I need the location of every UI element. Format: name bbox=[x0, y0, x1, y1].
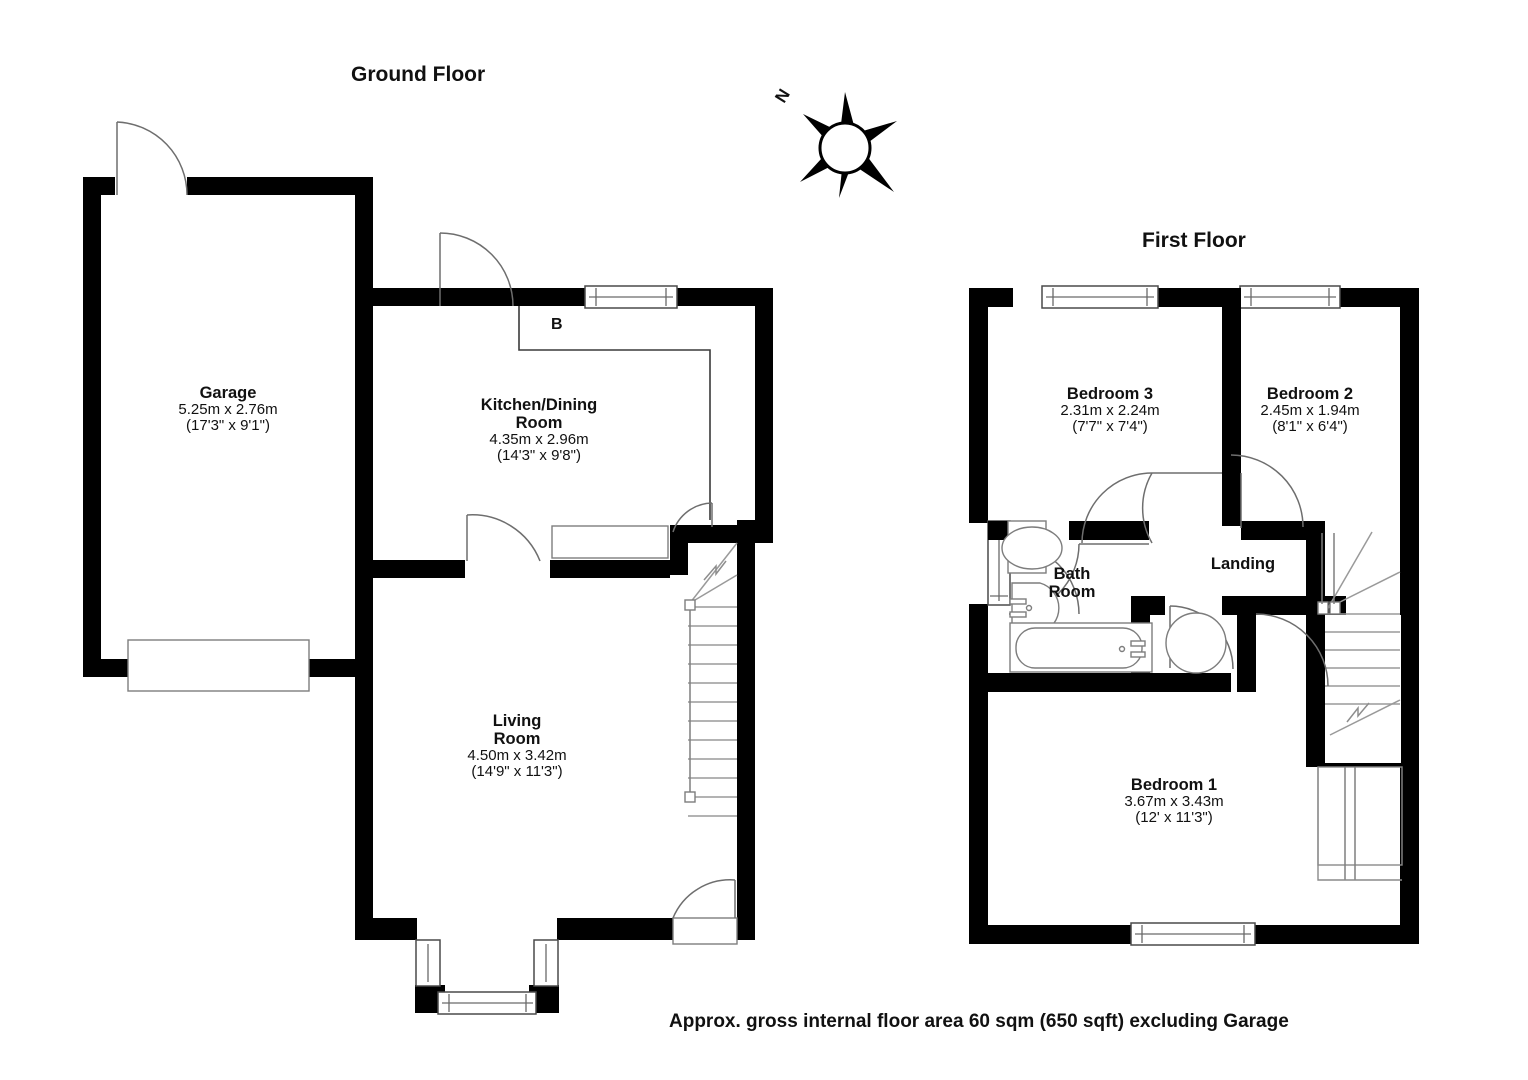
ff-wall-left-upper bbox=[969, 288, 988, 523]
bathroom-label-group: Bath Room bbox=[1049, 565, 1096, 601]
landing-fixture-circle bbox=[1165, 612, 1227, 674]
kitchen-opening bbox=[551, 525, 669, 559]
bedroom3-door-swing bbox=[1081, 472, 1222, 544]
ff-wall-bottom-right bbox=[1253, 925, 1419, 944]
garage-door-opening bbox=[127, 639, 310, 692]
ground-floor-plan: B bbox=[83, 121, 773, 1015]
living-dim-imperial: (14'9" x 11'3") bbox=[471, 763, 562, 780]
ff-wall-bed3-bed2-b bbox=[1222, 288, 1241, 526]
house-wall-right-upper bbox=[755, 288, 773, 543]
garage-dim-metric: 5.25m x 2.76m bbox=[178, 401, 277, 418]
bath-tap-1 bbox=[1130, 640, 1146, 647]
toilet-bowl bbox=[1001, 526, 1063, 570]
ff-wall-stair-left bbox=[1306, 521, 1325, 615]
kitchen-counter-line bbox=[518, 306, 711, 520]
house-wall-left-kitchen bbox=[355, 288, 373, 428]
ff-wall-landing-left bbox=[1237, 596, 1256, 692]
bedroom1-window bbox=[1130, 922, 1256, 946]
first-floor-plan: Bedroom 3 2.31m x 2.24m (7'7" x 7'4") Be… bbox=[969, 285, 1419, 946]
ff-wall-bed2-bottom bbox=[1241, 521, 1325, 540]
ff-wall-right-upper bbox=[1400, 288, 1419, 798]
garage-label-group: Garage 5.25m x 2.76m (17'3" x 9'1") bbox=[178, 384, 277, 434]
first-floor-staircase bbox=[1317, 531, 1403, 880]
stair-wall-top-stub bbox=[670, 525, 688, 575]
living-wall-bottom-mid bbox=[557, 918, 673, 940]
living-wall-bottom-left bbox=[355, 918, 417, 940]
bedroom3-name: Bedroom 3 bbox=[1067, 385, 1153, 403]
ff-wall-right-lower bbox=[1400, 798, 1419, 944]
living-name-line2: Room bbox=[494, 730, 541, 748]
first-floor-title: First Floor bbox=[1142, 229, 1246, 252]
bedroom1-dim-imperial: (12' x 11'3") bbox=[1135, 809, 1212, 826]
ff-wall-bath-top-left bbox=[988, 521, 1012, 540]
kitchen-living-partition-right bbox=[550, 560, 670, 578]
living-door-swing bbox=[466, 514, 541, 562]
bedroom1-bulkhead-line bbox=[1317, 767, 1402, 881]
living-dim-metric: 4.50m x 3.42m bbox=[467, 747, 566, 764]
bedroom2-name: Bedroom 2 bbox=[1267, 385, 1353, 403]
ff-wall-bath-top bbox=[1069, 521, 1149, 540]
kitchen-label-group: Kitchen/Dining Room 4.35m x 2.96m (14'3"… bbox=[481, 396, 597, 464]
bath-drain bbox=[1118, 645, 1126, 653]
sink-tap-1 bbox=[1009, 598, 1027, 605]
bath-tap-2 bbox=[1130, 651, 1146, 658]
north-compass: N bbox=[771, 86, 897, 198]
kitchen-dim-imperial: (14'3" x 9'8") bbox=[497, 447, 581, 464]
living-label-group: Living Room 4.50m x 3.42m (14'9" x 11'3"… bbox=[467, 712, 566, 780]
landing-name: Landing bbox=[1211, 555, 1275, 573]
bedroom2-dim-imperial: (8'1" x 6'4") bbox=[1272, 418, 1348, 435]
house-wall-left-living bbox=[355, 428, 373, 918]
ff-wall-top-right bbox=[1337, 288, 1419, 307]
bathtub bbox=[1015, 627, 1143, 669]
garage-name: Garage bbox=[200, 384, 257, 402]
living-name: Living bbox=[493, 712, 542, 730]
bedroom2-label-group: Bedroom 2 2.45m x 1.94m (8'1" x 6'4") bbox=[1260, 385, 1359, 435]
stairs-door-swing bbox=[672, 502, 713, 533]
boiler-marker: B bbox=[551, 316, 563, 333]
ff-wall-left-lower bbox=[969, 604, 988, 944]
kitchen-name: Kitchen/Dining bbox=[481, 396, 597, 414]
garage-dim-imperial: (17'3" x 9'1") bbox=[186, 417, 270, 434]
kitchen-dim-metric: 4.35m x 2.96m bbox=[489, 431, 588, 448]
garage-wall-top-right bbox=[187, 177, 373, 195]
living-bay-window bbox=[415, 939, 559, 1015]
ff-wall-top-mid bbox=[1157, 288, 1241, 307]
landing-right-door-swing bbox=[1255, 613, 1329, 687]
sink-tap-2 bbox=[1009, 611, 1027, 618]
house-wall-right-lower bbox=[737, 520, 755, 940]
kitchen-wall-top-right bbox=[675, 288, 773, 306]
garage-wall-left bbox=[83, 177, 101, 677]
bedroom3-label-group: Bedroom 3 2.31m x 2.24m (7'7" x 7'4") bbox=[1060, 385, 1159, 435]
ground-floor-title: Ground Floor bbox=[351, 63, 485, 86]
kitchen-wall-top-left bbox=[373, 288, 585, 306]
kitchen-name-line2: Room bbox=[516, 414, 563, 432]
bedroom2-window bbox=[1239, 285, 1341, 309]
bedroom3-window bbox=[1041, 285, 1159, 309]
bathroom-name-line2: Room bbox=[1049, 583, 1096, 601]
bedroom1-name: Bedroom 1 bbox=[1131, 776, 1217, 794]
ff-wall-bath-right-stub bbox=[1131, 596, 1165, 615]
bathroom-fixtures bbox=[1001, 520, 1153, 673]
bathroom-name: Bath bbox=[1054, 565, 1091, 583]
garage-door-swing bbox=[116, 121, 188, 196]
footer-area-note: Approx. gross internal floor area 60 sqm… bbox=[669, 1011, 1289, 1032]
bedroom3-dim-imperial: (7'7" x 7'4") bbox=[1072, 418, 1148, 435]
compass-circle bbox=[818, 121, 872, 175]
bedroom3-dim-metric: 2.31m x 2.24m bbox=[1060, 402, 1159, 419]
kitchen-entry-door-swing bbox=[439, 232, 514, 307]
front-door bbox=[672, 879, 738, 945]
bedroom1-label-group: Bedroom 1 3.67m x 3.43m (12' x 11'3") bbox=[1124, 776, 1223, 826]
sink-drain bbox=[1025, 604, 1033, 612]
ff-wall-bottom-left bbox=[969, 925, 1131, 944]
bedroom2-door-swing bbox=[1230, 454, 1304, 528]
ff-wall-bath-bottom bbox=[969, 673, 1231, 692]
ground-staircase bbox=[684, 542, 738, 817]
bedroom1-dim-metric: 3.67m x 3.43m bbox=[1124, 793, 1223, 810]
bedroom2-dim-metric: 2.45m x 1.94m bbox=[1260, 402, 1359, 419]
kitchen-window bbox=[584, 285, 678, 309]
kitchen-living-partition-left bbox=[373, 560, 465, 578]
